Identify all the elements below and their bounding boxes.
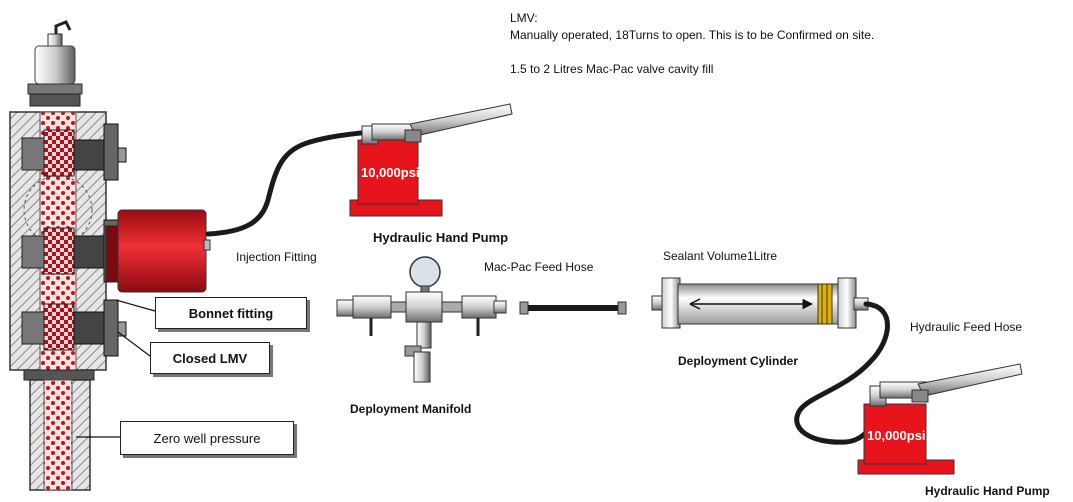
pump-hose-top: [205, 129, 373, 237]
label-hydraulic-hand-pump-bottom: Hydraulic Hand Pump: [925, 484, 1050, 498]
pressure-gauge: [409, 256, 441, 288]
callout-closed-lmv: Closed LMV: [150, 342, 270, 374]
deployment-cylinder: [651, 277, 869, 329]
valve-lower-flange: [23, 369, 95, 381]
pump-rating-bottom: 10,000psi: [867, 428, 926, 443]
label-sealant-volume: Sealant Volume1Litre: [663, 249, 778, 263]
label-hydraulic-feed-hose: Hydraulic Feed Hose: [910, 320, 1023, 334]
callout-bonnet-fitting: Bonnet fitting: [155, 297, 307, 329]
notes-line-1: Manually operated, 18Turns to open. This…: [510, 28, 875, 42]
deployment-manifold: [336, 256, 507, 383]
valve-stem-flag: [54, 20, 72, 34]
label-mac-pac-feed-hose: Mac-Pac Feed Hose: [484, 260, 594, 274]
valve-lower-bore: [43, 379, 73, 491]
label-injection-fitting: Injection Fitting: [236, 250, 317, 264]
closed-lmv-leader: [117, 331, 151, 357]
valve-actuator-top: [34, 45, 76, 85]
injection-fitting: [105, 209, 211, 293]
callout-zero-well-pressure: Zero well pressure: [120, 421, 294, 455]
pump-rating-top: 10,000psi: [361, 165, 420, 180]
lower-gate: [21, 299, 127, 357]
hydraulic-hand-pump-bottom: 10,000psi: [857, 363, 1023, 475]
valve-actuator-flange-lower: [29, 93, 81, 107]
hydraulic-hand-pump-top: 10,000psi: [349, 103, 513, 217]
valve-stack: [9, 20, 127, 491]
notes-title: LMV:: [510, 11, 538, 25]
lmv-notes: LMV: Manually operated, 18Turns to open.…: [510, 10, 874, 78]
valve-cavity-outline: [23, 175, 93, 245]
upper-gate: [21, 123, 127, 181]
hydraulic-feed-hose: [794, 301, 890, 445]
label-hydraulic-hand-pump-top: Hydraulic Hand Pump: [373, 230, 509, 245]
label-deployment-cylinder: Deployment Cylinder: [678, 354, 799, 368]
notes-line-2: 1.5 to 2 Litres Mac-Pac valve cavity fil…: [510, 62, 714, 76]
valve-actuator-flange: [27, 83, 83, 95]
bonnet-fitting-leader: [115, 299, 156, 312]
mac-pac-feed-hose: [519, 301, 627, 315]
valve-stem-cap: [47, 33, 63, 47]
label-deployment-manifold: Deployment Manifold: [350, 402, 472, 416]
